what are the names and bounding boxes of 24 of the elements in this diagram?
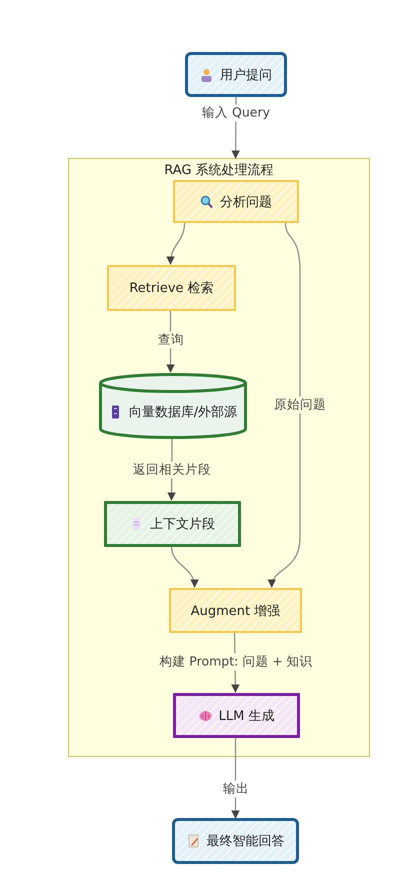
arrow bbox=[268, 222, 301, 588]
group-container bbox=[68, 158, 370, 757]
node-label: LLM 生成 bbox=[218, 708, 274, 724]
process-box bbox=[185, 52, 287, 97]
process-box bbox=[173, 180, 299, 223]
edge-label: 原始问题 bbox=[272, 396, 328, 414]
arrow bbox=[170, 546, 198, 588]
edge-label: 返回相关片段 bbox=[131, 462, 213, 478]
edge-label: 输入 Query bbox=[200, 104, 272, 122]
node-label: 用户提问 bbox=[220, 66, 272, 84]
process-box bbox=[172, 818, 299, 864]
process-box bbox=[169, 588, 302, 633]
node-label: Augment 增强 bbox=[190, 602, 280, 620]
node-label: 最终智能回答 bbox=[206, 833, 284, 850]
process-box bbox=[173, 693, 300, 738]
edge-label: 构建 Prompt: 问题 + 知识 bbox=[157, 654, 315, 670]
node-label: Retrieve 检索 bbox=[129, 280, 214, 297]
node-label: 向量数据库/外部源 bbox=[128, 404, 238, 421]
group-title: RAG 系统处理流程 bbox=[164, 162, 274, 179]
process-box bbox=[107, 265, 236, 311]
node-label: 上下文片段 bbox=[150, 516, 215, 533]
arrow bbox=[166, 222, 186, 265]
process-box bbox=[104, 501, 241, 547]
node-label: 分析问题 bbox=[220, 194, 272, 210]
